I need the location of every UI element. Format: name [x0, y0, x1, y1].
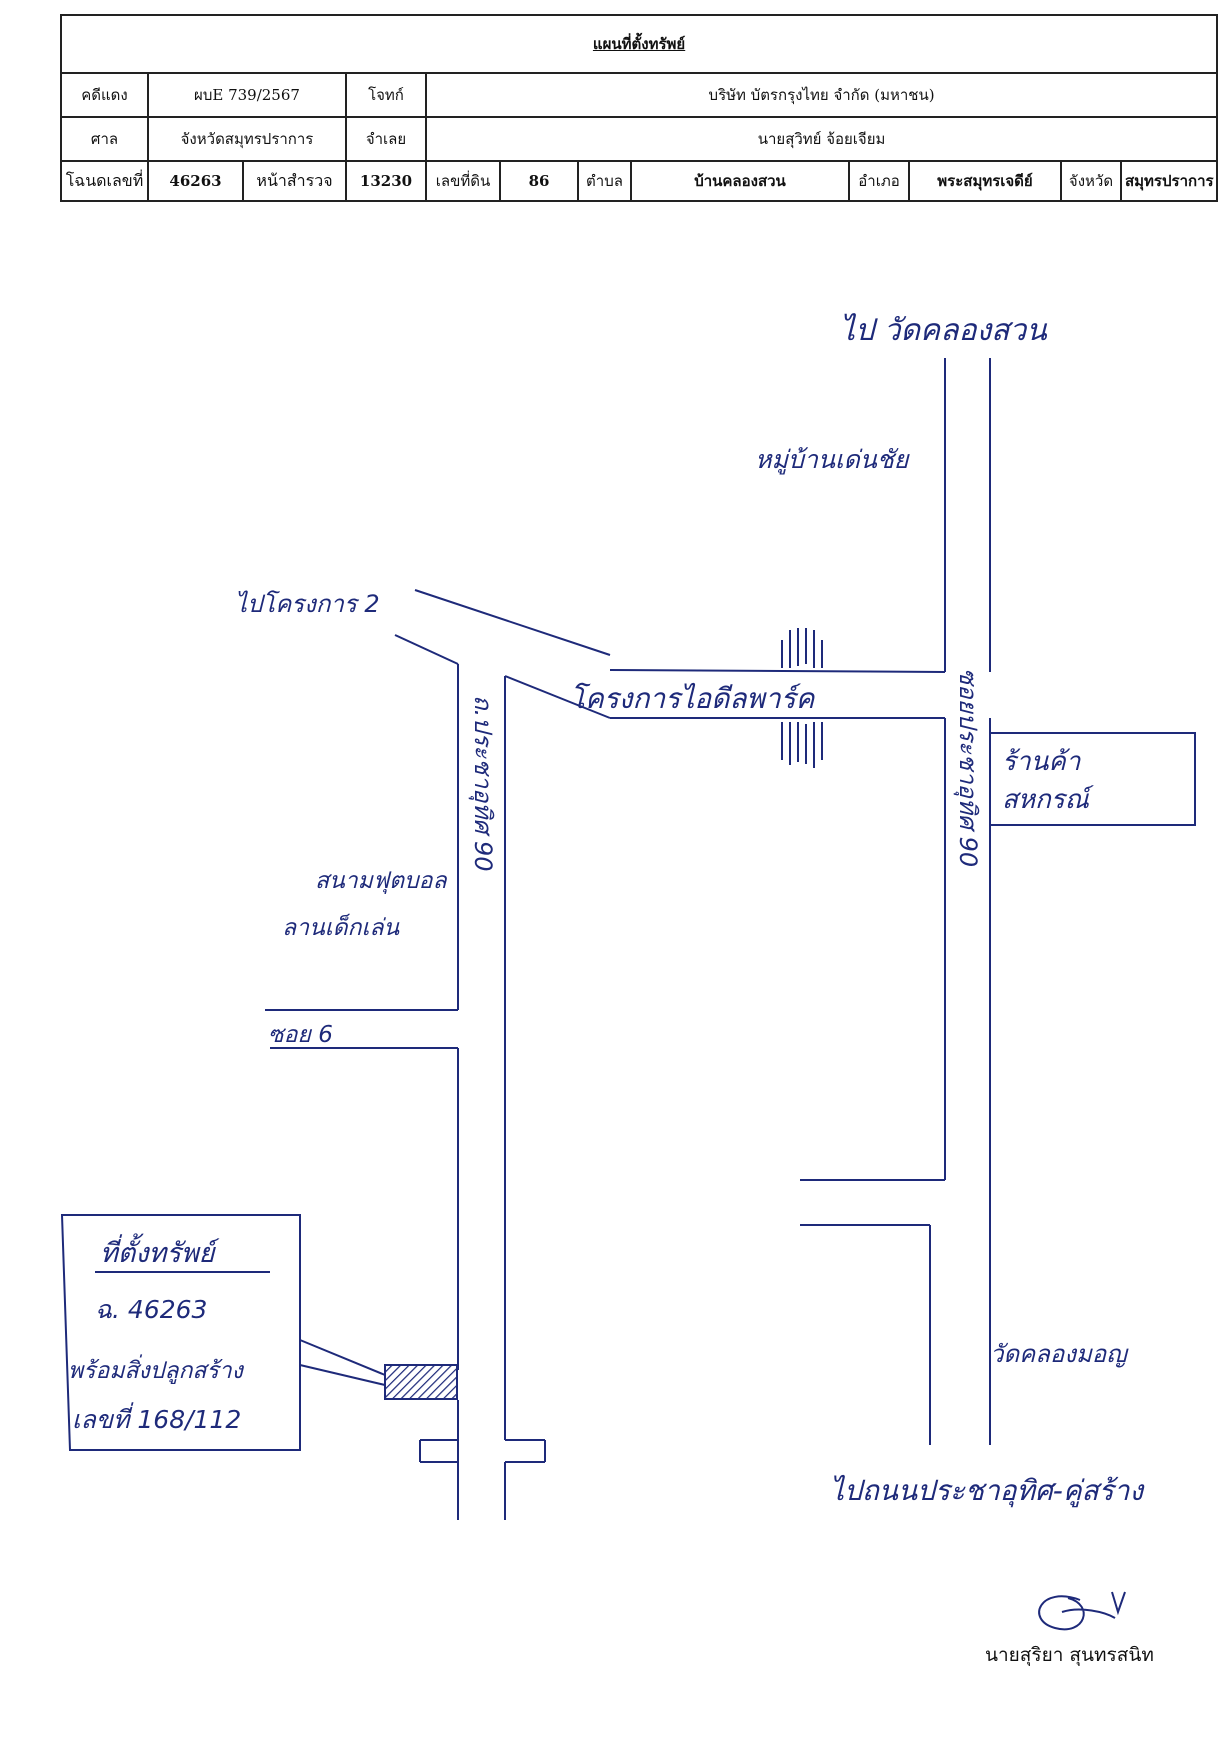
- shop-label-line1: ร้านค้า: [1002, 747, 1082, 777]
- right-branch-road: [800, 1179, 945, 1226]
- property-deed: ฉ. 46263: [95, 1295, 207, 1324]
- signature-mark: [1038, 1591, 1126, 1631]
- deed-label: โฉนดเลขที่: [60, 160, 149, 202]
- page-title: แผนที่ตั้งทรัพย์: [59, 14, 1219, 74]
- temple-right-label: วัดคลองมอญ: [990, 1340, 1129, 1368]
- soi-6-road: [265, 1009, 458, 1049]
- court-value: จังหวัดสมุทรปราการ: [147, 116, 347, 162]
- to-main-road-label: ไปถนนประชาอุทิศ-คู่สร้าง: [830, 1474, 1145, 1508]
- project-name-label: โครงการไอดีลพาร์ค: [570, 682, 816, 715]
- plaintiff-value: บริษัท บัตรกรุงไทย จำกัด (มหาชน): [424, 72, 1219, 118]
- right-road-label: ซอยประชาอุทิศ 90: [953, 668, 982, 867]
- header-table: แผนที่ตั้งทรัพย์ คดีแดง ผบE 739/2567 โจท…: [59, 14, 1219, 202]
- shop-label-line2: สหกรณ์: [1002, 785, 1094, 815]
- case-value: ผบE 739/2567: [147, 72, 347, 118]
- district-label: อำเภอ: [848, 160, 910, 202]
- subdistrict-value: บ้านคลองสวน: [630, 160, 850, 202]
- to-project-label: ไปโครงการ 2: [235, 590, 380, 618]
- deed-value: 46263: [147, 160, 244, 202]
- left-road-label: ถ.ประชาอุทิศ 90: [468, 695, 497, 872]
- football-label-line1: สนามฟุตบอล: [315, 868, 447, 894]
- to-wat-label: ไป วัดคลองสวน: [840, 313, 1048, 348]
- bridge-top: [781, 628, 823, 668]
- village-label: หมู่บ้านเด่นชัย: [755, 445, 911, 475]
- crossing-marks: [419, 1439, 546, 1463]
- property-title: ที่ตั้งทรัพย์: [100, 1233, 220, 1269]
- football-label-line2: ลานเด็กเล่น: [282, 913, 400, 941]
- soi-6-label: ซอย 6: [268, 1022, 333, 1048]
- court-label: ศาล: [60, 116, 149, 162]
- property-plot: [384, 1364, 458, 1400]
- land-number-label: เลขที่ดิน: [425, 160, 501, 202]
- survey-value: 13230: [345, 160, 427, 202]
- left-road: [457, 664, 506, 1520]
- shop-box: [989, 732, 1196, 826]
- subdistrict-label: ตำบล: [577, 160, 632, 202]
- property-house: พร้อมสิ่งปลูกสร้าง: [68, 1354, 245, 1384]
- right-road: [929, 358, 991, 1445]
- land-number-value: 86: [499, 160, 579, 202]
- case-label: คดีแดง: [60, 72, 149, 118]
- plaintiff-label: โจทก์: [345, 72, 427, 118]
- signer-name: นายสุริยา สุนทรสนิท: [985, 1644, 1154, 1666]
- bridge-bottom: [781, 722, 823, 768]
- survey-label: หน้าสำรวจ: [242, 160, 347, 202]
- defendant-label: จำเลย: [345, 116, 427, 162]
- property-callout: ที่ตั้งทรัพย์ ฉ. 46263 พร้อมสิ่งปลูกสร้า…: [60, 1214, 386, 1451]
- property-number: เลขที่ 168/112: [72, 1402, 241, 1434]
- project-road: [394, 589, 946, 719]
- province-label: จังหวัด: [1060, 160, 1122, 202]
- defendant-value: นายสุวิทย์ จ้อยเจียม: [424, 116, 1219, 162]
- district-value: พระสมุทรเจดีย์: [908, 160, 1062, 202]
- province-value: สมุทรปราการ: [1119, 160, 1219, 202]
